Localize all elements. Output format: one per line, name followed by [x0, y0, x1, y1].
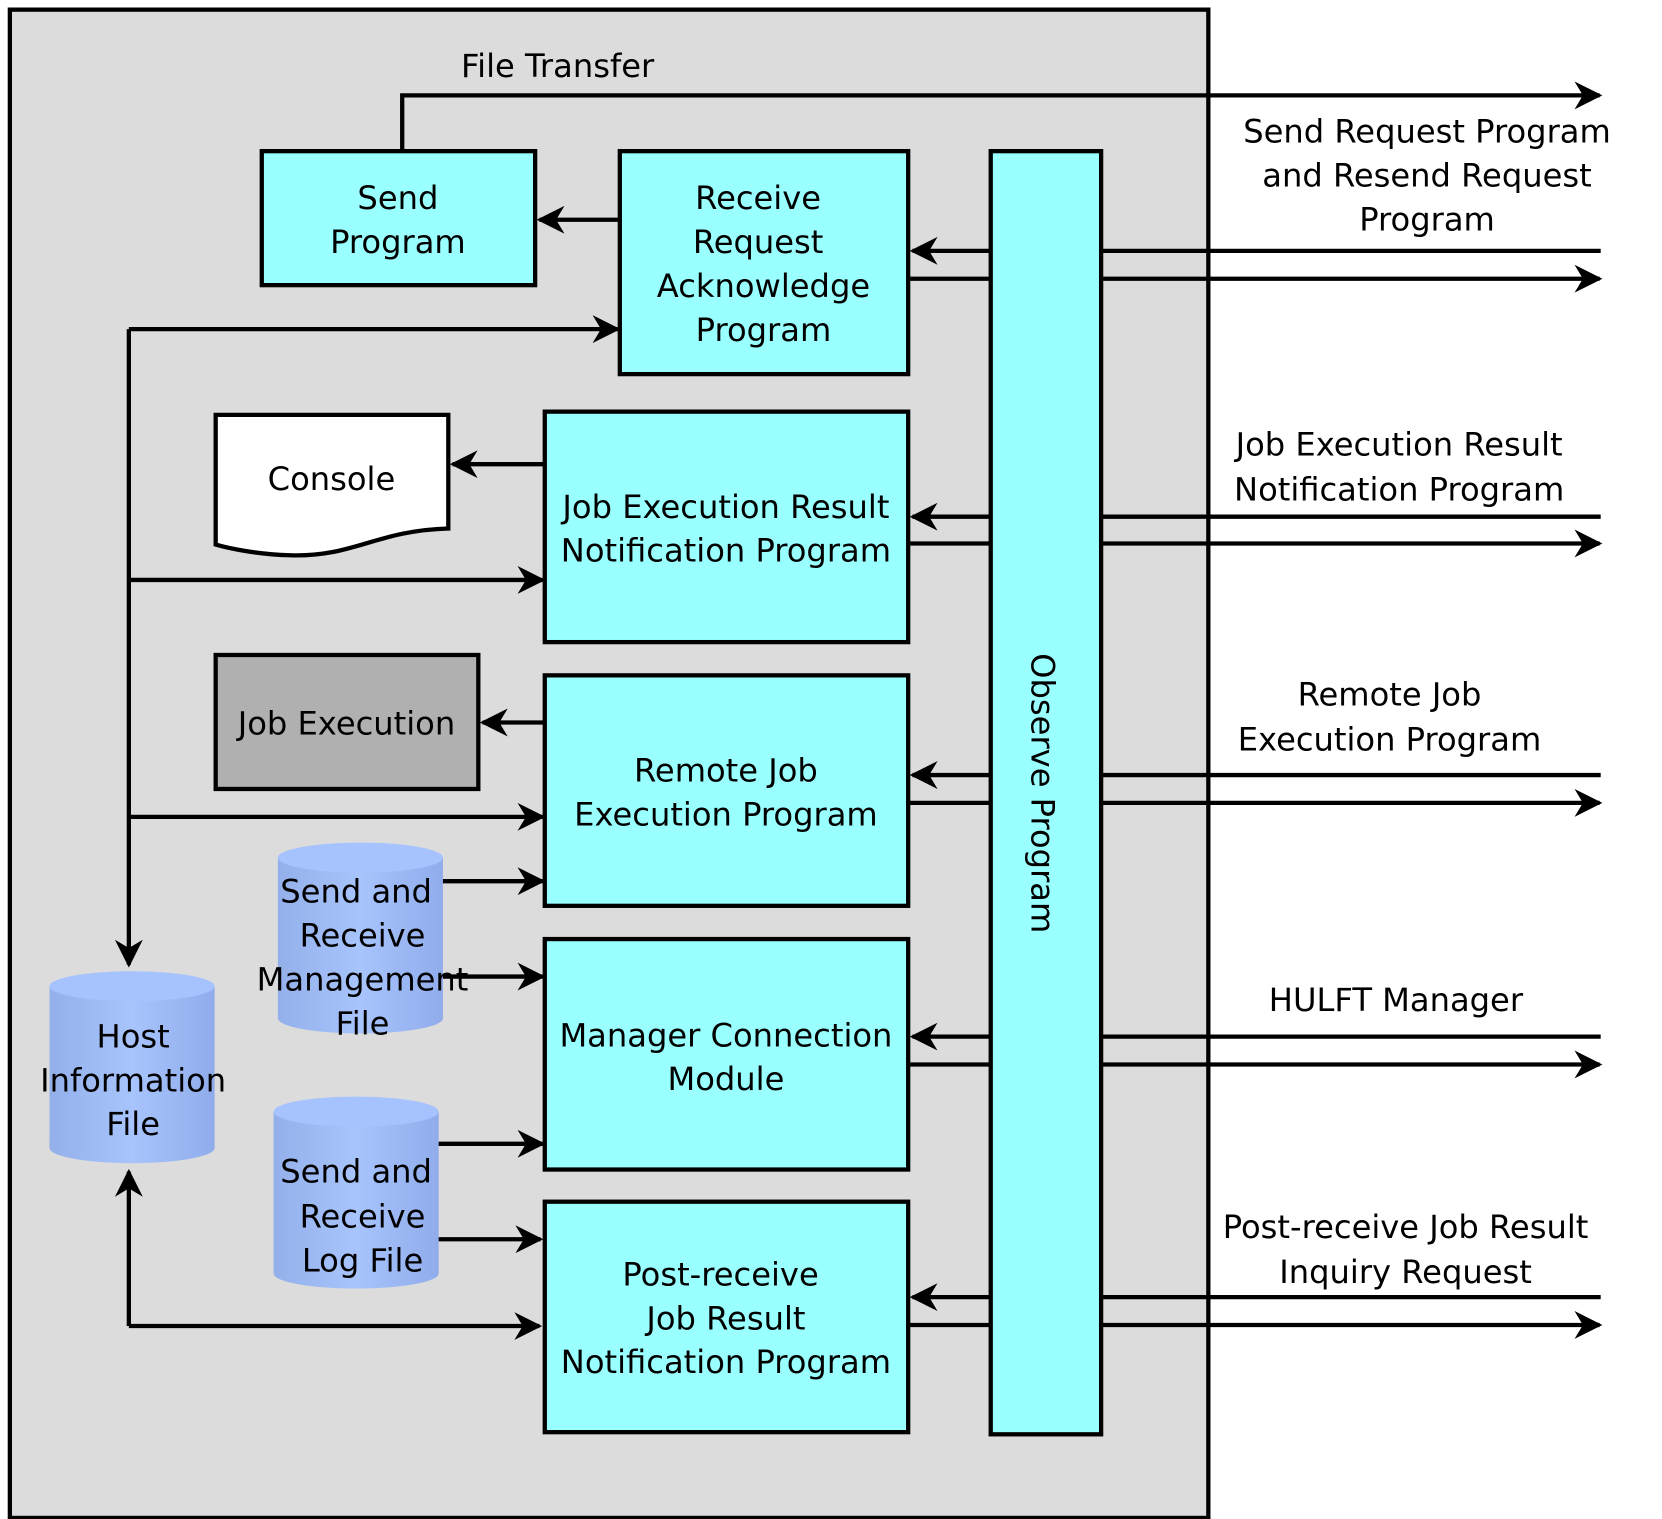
svg-text:Program: Program [1359, 200, 1495, 238]
svg-text:Inquiry Request: Inquiry Request [1279, 1253, 1532, 1291]
svg-text:Job Execution Result: Job Execution Result [560, 488, 889, 526]
svg-text:Management: Management [257, 961, 469, 999]
svg-text:Information: Information [40, 1061, 226, 1099]
external-label-post-receive-inquiry: Post-receive Job Result Inquiry Request [1223, 1208, 1589, 1291]
svg-text:Send and: Send and [280, 1152, 432, 1190]
svg-text:Job Execution: Job Execution [236, 704, 455, 742]
svg-text:Log File: Log File [302, 1241, 423, 1279]
svg-text:Acknowledge: Acknowledge [657, 267, 870, 305]
svg-text:File: File [106, 1105, 160, 1143]
svg-text:Send: Send [357, 179, 438, 217]
svg-text:Remote Job: Remote Job [1298, 675, 1482, 713]
svg-text:Job Result: Job Result [644, 1299, 805, 1337]
svg-text:Post-receive: Post-receive [622, 1255, 818, 1293]
file-transfer-arrow [400, 81, 1603, 151]
send-program-box[interactable]: Send Program [259, 149, 538, 288]
svg-text:Notification Program: Notification Program [561, 1343, 891, 1381]
job-execution-box: Job Execution [213, 652, 481, 792]
management-file-cylinder[interactable]: Send and Receive Management File [257, 842, 469, 1043]
svg-text:Notification Program: Notification Program [561, 532, 891, 570]
receive-request-ack-program-box[interactable]: Receive Request Acknowledge Program [617, 149, 911, 377]
svg-text:and Resend Request: and Resend Request [1262, 157, 1591, 195]
svg-text:Post-receive Job Result: Post-receive Job Result [1223, 1208, 1589, 1246]
svg-text:Execution Program: Execution Program [574, 795, 878, 833]
svg-text:Console: Console [268, 460, 396, 498]
svg-text:File: File [336, 1004, 390, 1042]
external-label-hulft-manager: HULFT Manager [1269, 981, 1524, 1019]
svg-text:Module: Module [668, 1060, 785, 1098]
observe-program-bar[interactable]: Observe Program [988, 149, 1104, 1437]
console-document: Console [213, 412, 451, 558]
external-label-send-request: Send Request Program and Resend Request … [1243, 113, 1611, 239]
svg-text:Send and: Send and [280, 873, 432, 911]
host-information-file-cylinder[interactable]: Host Information File [40, 971, 226, 1164]
svg-text:Request: Request [693, 223, 824, 261]
file-transfer-label: File Transfer [461, 47, 655, 85]
log-file-cylinder[interactable]: Send and Receive Log File [273, 1096, 439, 1289]
svg-text:Host: Host [97, 1017, 170, 1055]
svg-text:Notification Program: Notification Program [1234, 471, 1564, 509]
external-label-remote-job: Remote Job Execution Program [1238, 675, 1542, 758]
job-result-notification-program-box[interactable]: Job Execution Result Notification Progra… [542, 409, 911, 645]
svg-text:Manager Connection: Manager Connection [559, 1016, 892, 1054]
svg-text:Observe Program: Observe Program [1023, 653, 1061, 933]
svg-text:Job Execution Result: Job Execution Result [1234, 426, 1563, 464]
svg-text:HULFT Manager: HULFT Manager [1269, 981, 1524, 1019]
svg-text:Receive: Receive [300, 1197, 426, 1235]
svg-text:Receive: Receive [695, 179, 821, 217]
svg-text:Remote Job: Remote Job [634, 751, 818, 789]
post-receive-notification-program-box[interactable]: Post-receive Job Result Notification Pro… [542, 1199, 911, 1435]
external-label-job-result: Job Execution Result Notification Progra… [1234, 426, 1565, 509]
manager-connection-module-box[interactable]: Manager Connection Module [542, 936, 911, 1172]
svg-text:Send Request Program: Send Request Program [1243, 113, 1611, 151]
svg-text:Program: Program [696, 311, 832, 349]
remote-job-execution-program-box[interactable]: Remote Job Execution Program [542, 673, 911, 908]
host-file-bus [114, 315, 621, 1340]
svg-text:Receive: Receive [300, 917, 426, 955]
svg-text:Execution Program: Execution Program [1238, 720, 1542, 758]
svg-text:Program: Program [330, 223, 466, 261]
